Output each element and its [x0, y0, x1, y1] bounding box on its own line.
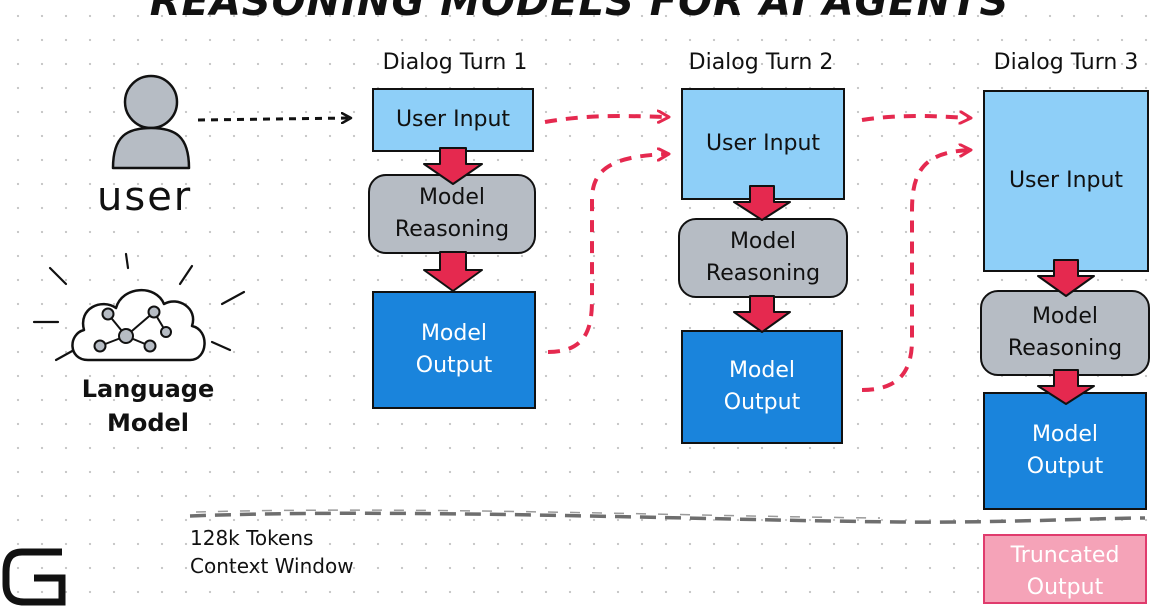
- turn1-input-to-turn2-arrow: [544, 116, 668, 122]
- context-window-label: 128k Tokens Context Window: [190, 526, 354, 578]
- turn3-reasoning-text: Model Reasoning: [1007, 304, 1123, 361]
- turn3-output-text: Model Output: [1026, 422, 1104, 479]
- turn2-user-input-text: User Input: [705, 131, 821, 156]
- turn1-output-text: Model Output: [415, 321, 493, 378]
- turn2-output-text: Model Output: [723, 358, 801, 415]
- turn3-reasoning-to-output-arrow: [1037, 369, 1095, 405]
- user-label: user: [97, 174, 193, 220]
- turn3-output-box: Model Output: [983, 392, 1147, 510]
- turn1-user-input-text: User Input: [395, 107, 511, 132]
- turn1-reasoning-box: Model Reasoning: [368, 174, 536, 254]
- language-model-label: Language Model: [81, 375, 215, 437]
- brand-logo-icon: [2, 548, 66, 606]
- turn1-label: Dialog Turn 1: [382, 50, 528, 75]
- turn3-reasoning-box: Model Reasoning: [980, 290, 1150, 376]
- context-window-line: [189, 511, 1146, 524]
- turn2-input-to-reasoning-arrow: [733, 185, 791, 221]
- context-window-line-shadow: [195, 509, 881, 519]
- turn2-label: Dialog Turn 2: [688, 50, 834, 75]
- turn3-user-input-text: User Input: [1008, 168, 1124, 193]
- turn3-input-to-reasoning-arrow: [1037, 259, 1095, 297]
- turn1-reasoning-to-output-arrow: [423, 251, 483, 292]
- turn1-reasoning-text: Model Reasoning: [394, 185, 510, 242]
- turn2-reasoning-to-output-arrow: [733, 295, 791, 333]
- turn2-reasoning-box: Model Reasoning: [678, 218, 848, 298]
- turn2-reasoning-text: Model Reasoning: [705, 229, 821, 286]
- cloud-network-icon: [32, 252, 246, 362]
- diagram-title: REASONING MODELS FOR AI AGENTS: [149, 0, 1010, 25]
- turn2-user-input-box: User Input: [681, 88, 845, 200]
- turn1-input-to-reasoning-arrow: [423, 147, 483, 185]
- turn1-output-to-turn2-arrow: [547, 154, 668, 354]
- turn3-truncated-text: Truncated Output: [1010, 543, 1120, 600]
- user-icon: [111, 74, 191, 170]
- turn3-truncated-output-box: Truncated Output: [983, 534, 1147, 604]
- turn2-input-to-turn3-arrow: [861, 116, 970, 120]
- turn1-output-box: Model Output: [372, 291, 536, 409]
- turn2-output-box: Model Output: [681, 330, 843, 444]
- turn2-output-to-turn3-arrow: [861, 150, 970, 392]
- turn3-label: Dialog Turn 3: [993, 50, 1139, 75]
